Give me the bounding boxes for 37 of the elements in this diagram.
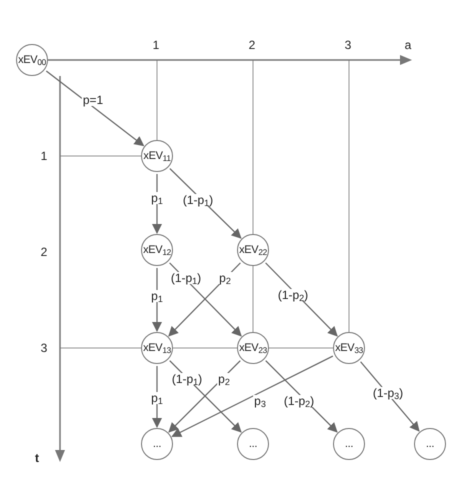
axis-label: t [35, 452, 39, 464]
tick-label: 1 [40, 150, 48, 162]
arrow [46, 70, 144, 146]
state-label: xEV$_{22}$ [239, 244, 267, 256]
edge-label: p=1 [82, 94, 104, 106]
state-label: ... [426, 438, 434, 450]
edge-label: p$_{1}$ [150, 192, 164, 204]
edge-label: p$_{1}$ [150, 290, 164, 302]
tick-label: 1 [152, 39, 160, 51]
tick-label: 3 [344, 39, 352, 51]
state-label: xEV$_{13}$ [143, 342, 171, 354]
state-label: ... [248, 438, 258, 450]
arrow [171, 356, 334, 437]
arrow [152, 174, 162, 234]
tick-label: 3 [40, 342, 48, 354]
arrow [152, 366, 162, 428]
state-label: xEV$_{23}$ [239, 342, 267, 354]
edge-label: p$_{2}$ [217, 373, 231, 385]
edge-label: p$_{1}$ [150, 392, 164, 404]
axis-label: a [404, 39, 412, 51]
edge-label: (1-p$_{3}$) [372, 387, 404, 399]
state-label: xEV$_{12}$ [143, 244, 171, 256]
state-label: ... [152, 438, 162, 450]
edge-label: (1-p$_{1}$) [170, 373, 204, 385]
edge-label: p$_{2}$ [218, 272, 232, 284]
edge-label: (1-p$_{1}$) [170, 272, 202, 284]
arrow [152, 268, 162, 332]
edge-label: (1-p$_{1}$) [182, 194, 214, 206]
tick-label: 2 [40, 246, 48, 258]
edge-label: (1-p$_{2}$) [276, 289, 310, 301]
state-label: xEV$_{33}$ [335, 342, 363, 354]
state-label: xEV$_{11}$ [143, 150, 171, 162]
tick-label: 2 [248, 39, 256, 51]
edge-label: p$_{3}$ [253, 395, 267, 407]
state-label: xEV$_{00}$ [18, 54, 46, 66]
edge-label: (1-p$_{2}$) [282, 395, 316, 407]
state-label: ... [344, 438, 354, 450]
